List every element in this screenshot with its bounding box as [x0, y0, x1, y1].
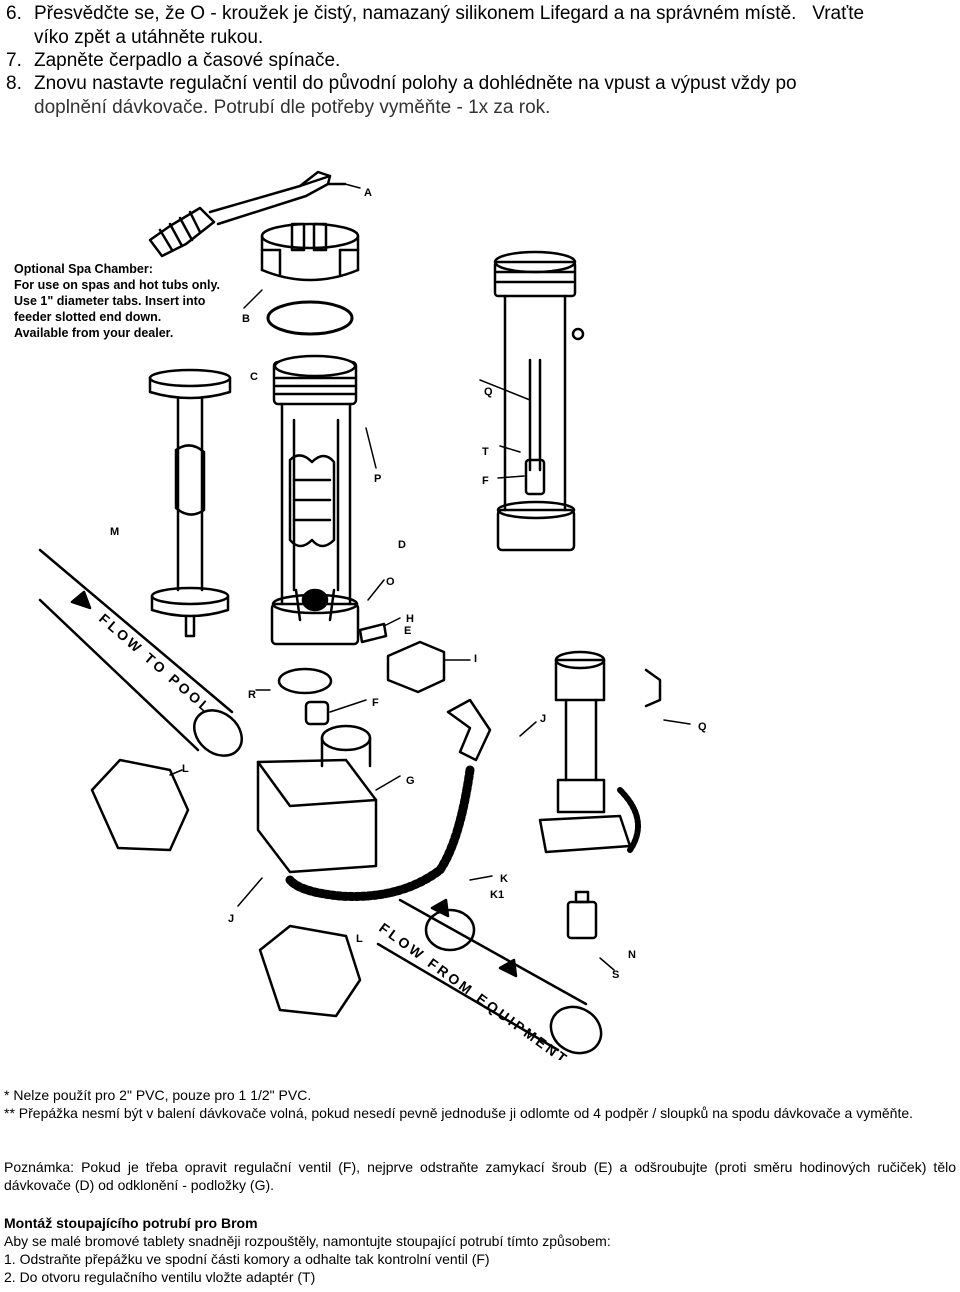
feeder-tubing	[285, 765, 475, 901]
label-k1: K1	[490, 889, 504, 901]
exploded-parts-diagram: A B C P D O H E I F G Q T F M R L L J J …	[14, 170, 707, 1060]
label-i: I	[474, 653, 477, 665]
optional-spa-callout: Optional Spa Chamber: For use on spas an…	[14, 262, 220, 340]
item-text-line-2: doplnění dávkovače. Potrubí dle potřeby …	[34, 96, 551, 118]
spa-line-3: Use 1" diameter tabs. Insert into	[14, 294, 206, 308]
label-s: S	[612, 969, 619, 981]
label-m: M	[110, 526, 119, 538]
leader-lines	[169, 183, 691, 971]
label-k: K	[500, 873, 508, 885]
label-a: A	[364, 187, 372, 199]
spa-line-4: feeder slotted end down.	[14, 310, 161, 324]
label-c: C	[250, 371, 258, 383]
label-e: E	[404, 625, 411, 637]
pipe-flow-to-pool	[38, 548, 243, 757]
valve-cap-f	[304, 700, 330, 726]
flow-to-pool-label: FLOW TO POOL	[96, 610, 215, 716]
label-n: N	[628, 949, 636, 961]
label-q2: Q	[698, 721, 707, 733]
label-j2: J	[540, 713, 546, 725]
coupling-l1	[90, 758, 190, 852]
item-number: 6.	[6, 3, 22, 24]
check-valve-i	[386, 640, 446, 694]
label-p: P	[374, 473, 381, 485]
riser-intro: Aby se malé bromové tablety snadněji roz…	[4, 1233, 611, 1249]
item-text-line-1: Znovu nastavte regulační ventil do původ…	[34, 73, 797, 94]
label-q1: Q	[484, 386, 493, 398]
label-t: T	[482, 446, 489, 458]
spa-line-2: For use on spas and hot tubs only.	[14, 278, 220, 292]
label-g: G	[406, 775, 415, 787]
label-j1: J	[228, 913, 234, 925]
spa-line-5: Available from your dealer.	[14, 326, 173, 340]
item-text-line-2: víko zpět a utáhněte rukou.	[34, 26, 264, 48]
flow-arrow-equipment	[430, 898, 450, 918]
instruction-item-7: 7. Zapněte čerpadlo a časové spínače.	[6, 49, 340, 73]
o-ring	[266, 300, 354, 336]
label-l1: L	[182, 763, 189, 775]
item-text-line-1: Přesvědčte se, že O - kroužek je čistý, …	[34, 3, 865, 24]
label-l2: L	[356, 933, 363, 945]
riser-step-1: 1. Odstraňte přepážku ve spodní části ko…	[4, 1251, 490, 1267]
instruction-item-6: 6. Přesvědčte se, že O - kroužek je čist…	[6, 2, 958, 49]
label-f2: F	[482, 475, 489, 487]
label-d: D	[398, 539, 406, 551]
lock-screw-e	[358, 622, 388, 644]
item-number: 8.	[6, 73, 22, 94]
label-h: H	[406, 613, 414, 625]
o-ring-r	[277, 667, 333, 695]
lubricant-bottle	[566, 890, 598, 940]
footnote-single: * Nelze použít pro 2" PVC, pouze pro 1 1…	[4, 1087, 312, 1103]
spa-line-1: Optional Spa Chamber:	[14, 262, 153, 276]
label-o: O	[386, 576, 395, 588]
label-f1: F	[372, 697, 379, 709]
elbow-fitting	[446, 698, 492, 762]
label-b: B	[242, 313, 250, 325]
instruction-item-8: 8. Znovu nastavte regulační ventil do pů…	[6, 72, 958, 119]
feeder-lid	[260, 222, 360, 282]
spa-chamber	[148, 368, 232, 638]
footnote-double: ** Přepážka nesmí být v balení dávkovače…	[4, 1105, 914, 1121]
item-number: 7.	[6, 50, 22, 71]
repair-note: Poznámka: Pokud je třeba opravit regulač…	[4, 1159, 956, 1193]
riser-section-title: Montáž stoupajícího potrubí pro Brom	[4, 1215, 258, 1231]
inset-feeder	[538, 650, 662, 854]
riser-step-2: 2. Do otvoru regulačního ventilu vložte …	[4, 1269, 316, 1285]
instruction-list: 6. Přesvědčte se, že O - kroužek je čist…	[6, 0, 958, 49]
pipe-flow-from-equipment	[376, 898, 603, 1055]
feeder-body	[270, 354, 360, 646]
item-text: Zapněte čerpadlo a časové spínače.	[34, 50, 341, 71]
coupling-l2	[258, 924, 362, 1018]
saddle-tee	[256, 724, 378, 874]
wrench-tool	[148, 170, 347, 258]
label-r: R	[248, 689, 256, 701]
assembled-feeder	[493, 250, 585, 552]
flow-arrow-pool	[70, 590, 92, 610]
flow-arrow-s	[498, 958, 518, 978]
